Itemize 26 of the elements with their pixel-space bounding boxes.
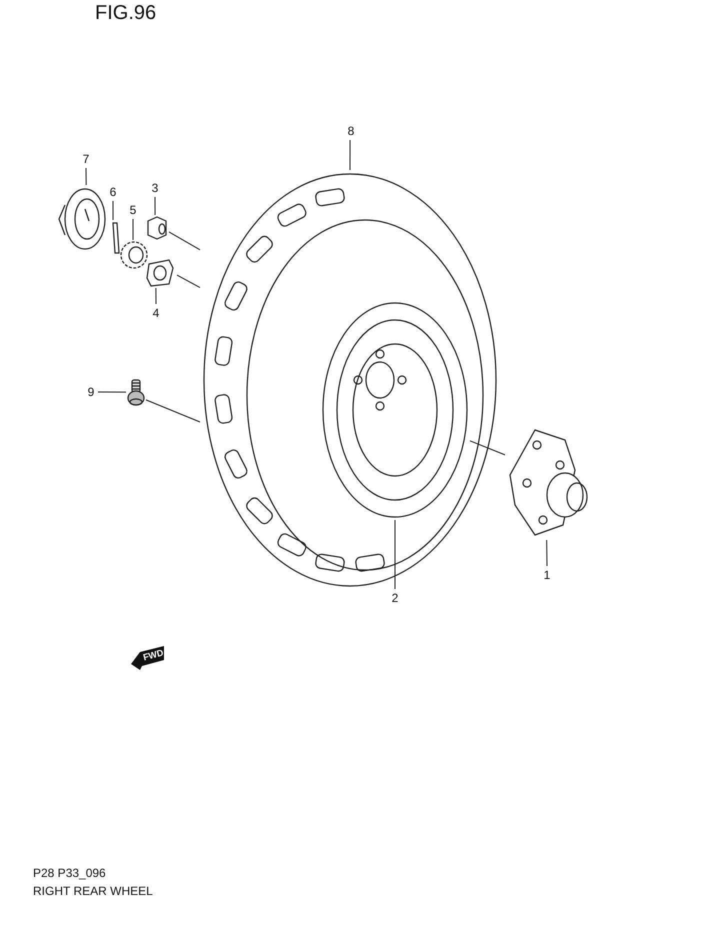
assembly-line	[146, 399, 200, 422]
callout-number: 4	[149, 304, 163, 322]
callout-number: 9	[84, 383, 98, 401]
callout-number: 3	[148, 179, 162, 197]
forward-arrow-icon: FWD	[130, 646, 166, 670]
figure-number: FIG.96	[95, 2, 156, 25]
callout-number: 2	[388, 589, 402, 607]
callout-number: 5	[126, 201, 140, 219]
callout-number: 8	[343, 122, 359, 140]
leader-line	[350, 140, 351, 170]
leader-line	[155, 288, 156, 304]
assembly-line	[168, 231, 200, 250]
callout-number: 6	[106, 183, 120, 201]
assembly-line	[470, 440, 506, 456]
leader-line	[546, 540, 548, 566]
diagram-title: RIGHT REAR WHEEL	[33, 884, 153, 898]
callout-number: 1	[540, 566, 554, 584]
leader-line	[112, 200, 114, 220]
leader-line	[154, 196, 156, 216]
leader-line	[98, 392, 126, 393]
leader-line	[394, 520, 396, 590]
leader-line	[86, 168, 87, 186]
drawing-code: P28 P33_096	[33, 866, 106, 880]
callout-number: 7	[78, 150, 94, 168]
leader-line	[132, 218, 134, 240]
assembly-line	[176, 274, 200, 288]
